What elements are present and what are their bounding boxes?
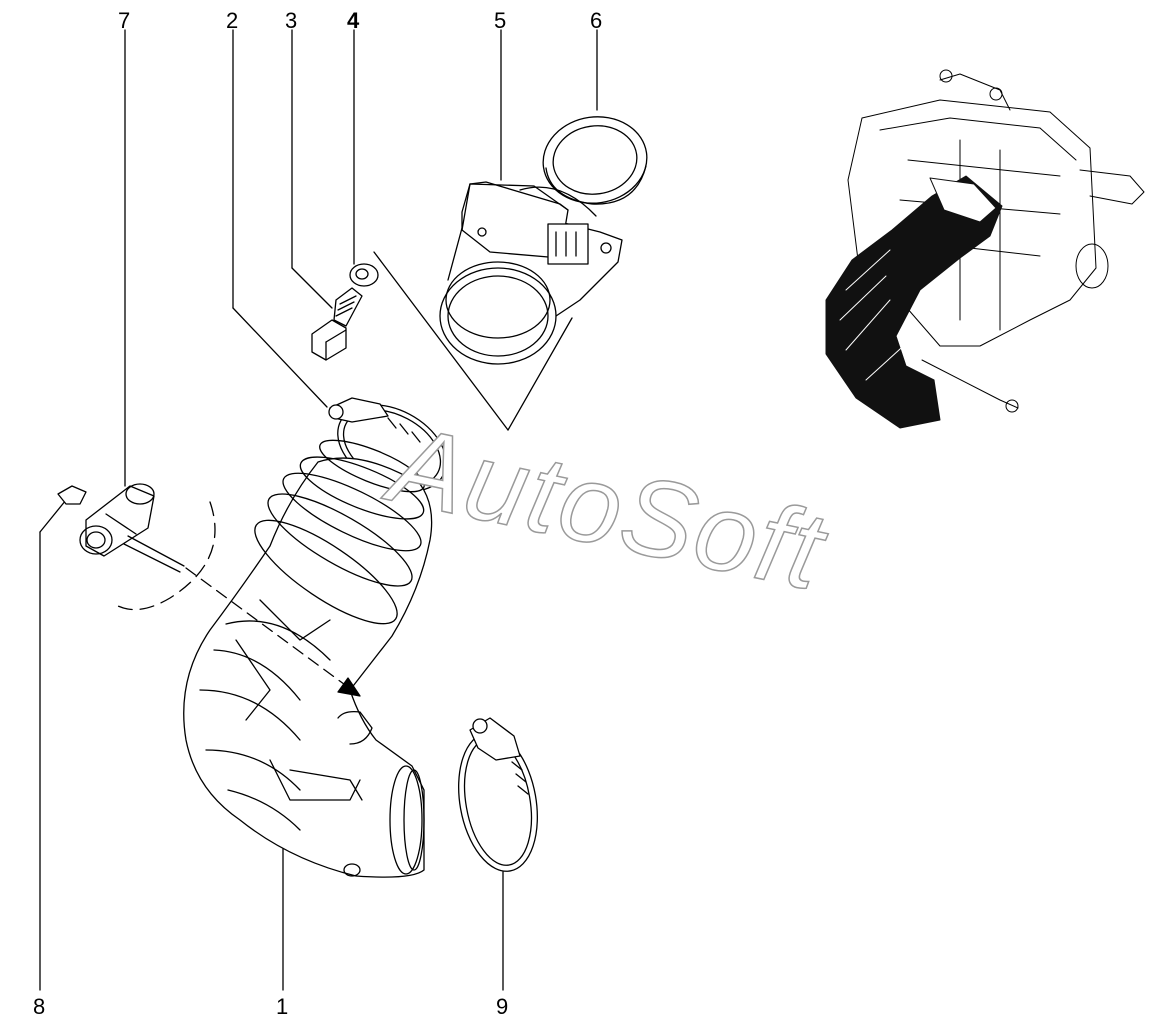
washer	[349, 263, 379, 287]
leader-3b	[291, 267, 333, 309]
callout-numbers: 7 2 3 4 5 6 8 1 9	[33, 8, 602, 1019]
upper-hose-clamp	[328, 397, 447, 492]
callout-3: 3	[285, 8, 297, 33]
callout-5: 5	[494, 8, 506, 33]
callout-9: 9	[496, 994, 508, 1019]
leader-lines	[39, 29, 598, 991]
arrow-head	[337, 677, 361, 697]
leader-8b	[39, 499, 67, 533]
watermark-text: AutoSoft	[375, 401, 837, 614]
air-flow-meter	[439, 181, 623, 365]
bolt	[311, 287, 363, 361]
fitting-sleeve	[79, 483, 155, 557]
direction-arrow	[185, 567, 353, 691]
leader-v-left	[373, 251, 509, 431]
installed-view-inset	[825, 69, 1145, 429]
clip-wire	[57, 485, 185, 573]
callout-6: 6	[590, 8, 602, 33]
seal-ring	[542, 116, 648, 205]
lower-hose-clamp	[458, 717, 538, 872]
intake-hose	[183, 439, 433, 878]
callout-2: 2	[226, 8, 238, 33]
leader-v-right	[507, 317, 573, 431]
callout-8: 8	[33, 994, 45, 1019]
callout-1: 1	[276, 994, 288, 1019]
installed-hose-dark	[825, 175, 1003, 429]
callout-7: 7	[118, 8, 130, 33]
callout-4: 4	[347, 8, 360, 33]
detail-dashed-arc	[117, 501, 216, 611]
leader-2b	[232, 307, 328, 408]
